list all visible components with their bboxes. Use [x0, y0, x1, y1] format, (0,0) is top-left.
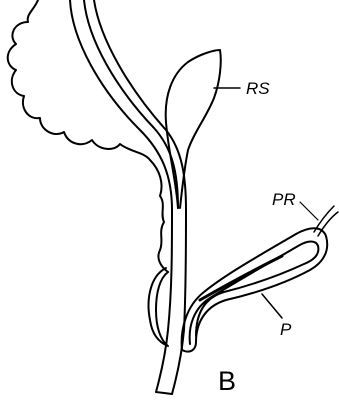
label-pr: PR	[272, 191, 296, 208]
pr-thread-2	[318, 212, 338, 236]
stem-vein	[84, 0, 178, 208]
stem-left-contour	[70, 0, 172, 392]
stem-loop	[149, 268, 168, 346]
p-structure-outer	[182, 228, 328, 351]
stem-base	[156, 392, 172, 394]
panel-letter: B	[218, 368, 236, 395]
label-p: P	[280, 321, 291, 338]
pr-leader	[300, 202, 318, 220]
scalloped-leaf	[8, 0, 168, 272]
rs-blade	[166, 50, 221, 208]
p-leader	[262, 294, 282, 318]
label-rs: RS	[246, 80, 270, 97]
